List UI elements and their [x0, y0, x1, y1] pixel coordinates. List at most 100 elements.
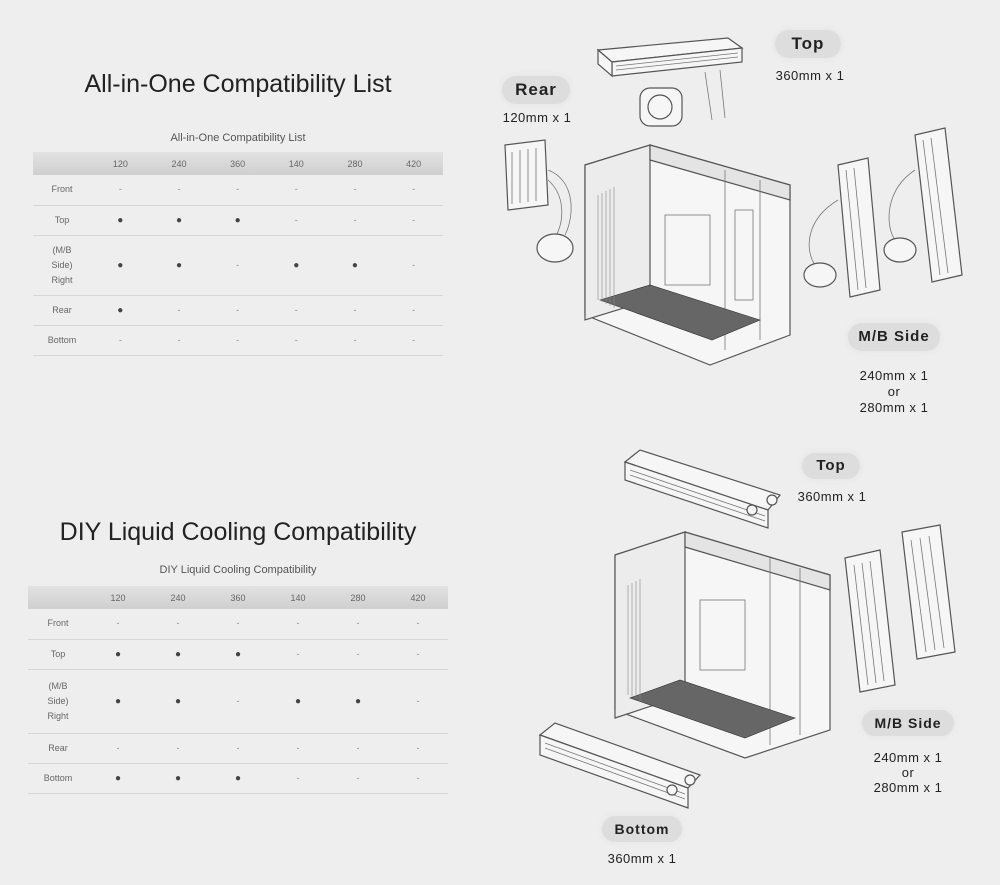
- row-label: Rear: [33, 295, 91, 326]
- compat-cell: -: [149, 175, 209, 206]
- row-label: Top: [28, 639, 88, 670]
- row-label: Rear: [28, 733, 88, 764]
- top-radiator-icon: [623, 449, 782, 529]
- compat-cell: -: [148, 609, 208, 640]
- table-row: Top●●●---: [28, 639, 448, 670]
- compat-cell: -: [149, 295, 209, 326]
- mb-spec-1: 240mm x 1: [873, 750, 943, 765]
- row-label: (M/B Side) Right: [33, 235, 91, 296]
- compat-cell: -: [91, 175, 150, 206]
- compat-cell: -: [91, 325, 150, 356]
- compat-cell: -: [384, 325, 443, 356]
- bottom-radiator-icon: [538, 722, 702, 809]
- mb-spec-1: 240mm x 1: [859, 368, 929, 383]
- compat-cell: ●: [91, 235, 150, 296]
- compat-cell: -: [325, 325, 385, 356]
- compat-cell: -: [208, 669, 268, 734]
- compat-cell: -: [388, 763, 448, 794]
- compat-cell: -: [266, 325, 326, 356]
- compat-cell: -: [388, 609, 448, 640]
- header-size: 140: [266, 152, 326, 175]
- top-label: Top: [802, 453, 860, 479]
- table-row: Bottom●●●---: [28, 763, 448, 794]
- compat-cell: ●: [208, 763, 268, 794]
- mb-spec-or: or: [887, 384, 901, 399]
- top-radiator-icon: [596, 37, 744, 121]
- mb-spec-2: 280mm x 1: [873, 780, 943, 795]
- table-row: Rear------: [28, 733, 448, 764]
- header-size: 280: [328, 586, 388, 609]
- aio-table-caption: All-in-One Compatibility List: [170, 132, 306, 144]
- compat-cell: ●: [88, 639, 148, 670]
- row-label: Top: [33, 205, 91, 236]
- compat-cell: -: [268, 639, 328, 670]
- compat-cell: ●: [208, 205, 267, 236]
- row-label: Bottom: [28, 763, 88, 794]
- table-row: Rear●-----: [33, 295, 443, 326]
- compat-cell: -: [268, 763, 328, 794]
- compat-cell: -: [328, 763, 388, 794]
- compat-cell: ●: [148, 669, 208, 734]
- compat-cell: -: [388, 733, 448, 764]
- compat-cell: -: [325, 175, 385, 206]
- compat-cell: ●: [266, 235, 326, 296]
- compat-cell: -: [325, 205, 385, 236]
- table-row: Front------: [28, 609, 448, 640]
- compat-cell: ●: [91, 295, 150, 326]
- compat-cell: -: [328, 609, 388, 640]
- compat-cell: ●: [268, 669, 328, 734]
- header-size: 120: [91, 152, 150, 175]
- table-row: Bottom------: [33, 325, 443, 356]
- compat-cell: ●: [149, 235, 209, 296]
- compat-cell: ●: [328, 669, 388, 734]
- aio-section: All-in-One Compatibility List All-in-One…: [0, 0, 1000, 440]
- aio-case-illustration: [504, 37, 963, 366]
- compat-cell: -: [149, 325, 209, 356]
- compat-cell: ●: [149, 205, 209, 236]
- compat-cell: -: [325, 295, 385, 326]
- pc-case-icon: [584, 144, 791, 366]
- top-spec: 360mm x 1: [797, 489, 867, 504]
- rear-label: Rear: [502, 76, 570, 104]
- row-label: (M/B Side) Right: [28, 669, 88, 734]
- compat-cell: -: [268, 733, 328, 764]
- compat-cell: -: [328, 733, 388, 764]
- compat-cell: -: [208, 733, 268, 764]
- row-label: Front: [28, 609, 88, 640]
- compat-cell: -: [88, 609, 148, 640]
- compat-cell: -: [266, 295, 326, 326]
- compat-cell: ●: [148, 763, 208, 794]
- diy-title: DIY Liquid Cooling Compatibility: [59, 518, 417, 546]
- header-size: 420: [388, 586, 448, 609]
- header-size: 140: [268, 586, 328, 609]
- mb-side-radiator-icon: [803, 127, 963, 298]
- compat-cell: -: [208, 235, 267, 296]
- mb-side-radiator-icon: [844, 524, 956, 693]
- bottom-spec: 360mm x 1: [607, 851, 677, 866]
- compat-cell: -: [88, 733, 148, 764]
- compat-cell: -: [266, 205, 326, 236]
- header-size: 360: [208, 586, 268, 609]
- compat-cell: -: [384, 295, 443, 326]
- mb-side-label: M/B Side: [848, 323, 940, 351]
- compat-cell: ●: [91, 205, 150, 236]
- compat-cell: -: [208, 175, 267, 206]
- compat-cell: -: [384, 175, 443, 206]
- top-pump-icon: [639, 87, 683, 127]
- header-size: 280: [325, 152, 385, 175]
- top-label: Top: [775, 30, 841, 58]
- rear-radiator-icon: [504, 139, 574, 263]
- header-size: 240: [149, 152, 209, 175]
- compat-cell: ●: [325, 235, 385, 296]
- compat-cell: -: [208, 609, 268, 640]
- header-size: 420: [384, 152, 443, 175]
- header-corner: [33, 152, 91, 175]
- compat-cell: -: [266, 175, 326, 206]
- top-spec: 360mm x 1: [775, 68, 845, 83]
- compat-cell: ●: [148, 639, 208, 670]
- row-label: Front: [33, 175, 91, 206]
- header-size: 120: [88, 586, 148, 609]
